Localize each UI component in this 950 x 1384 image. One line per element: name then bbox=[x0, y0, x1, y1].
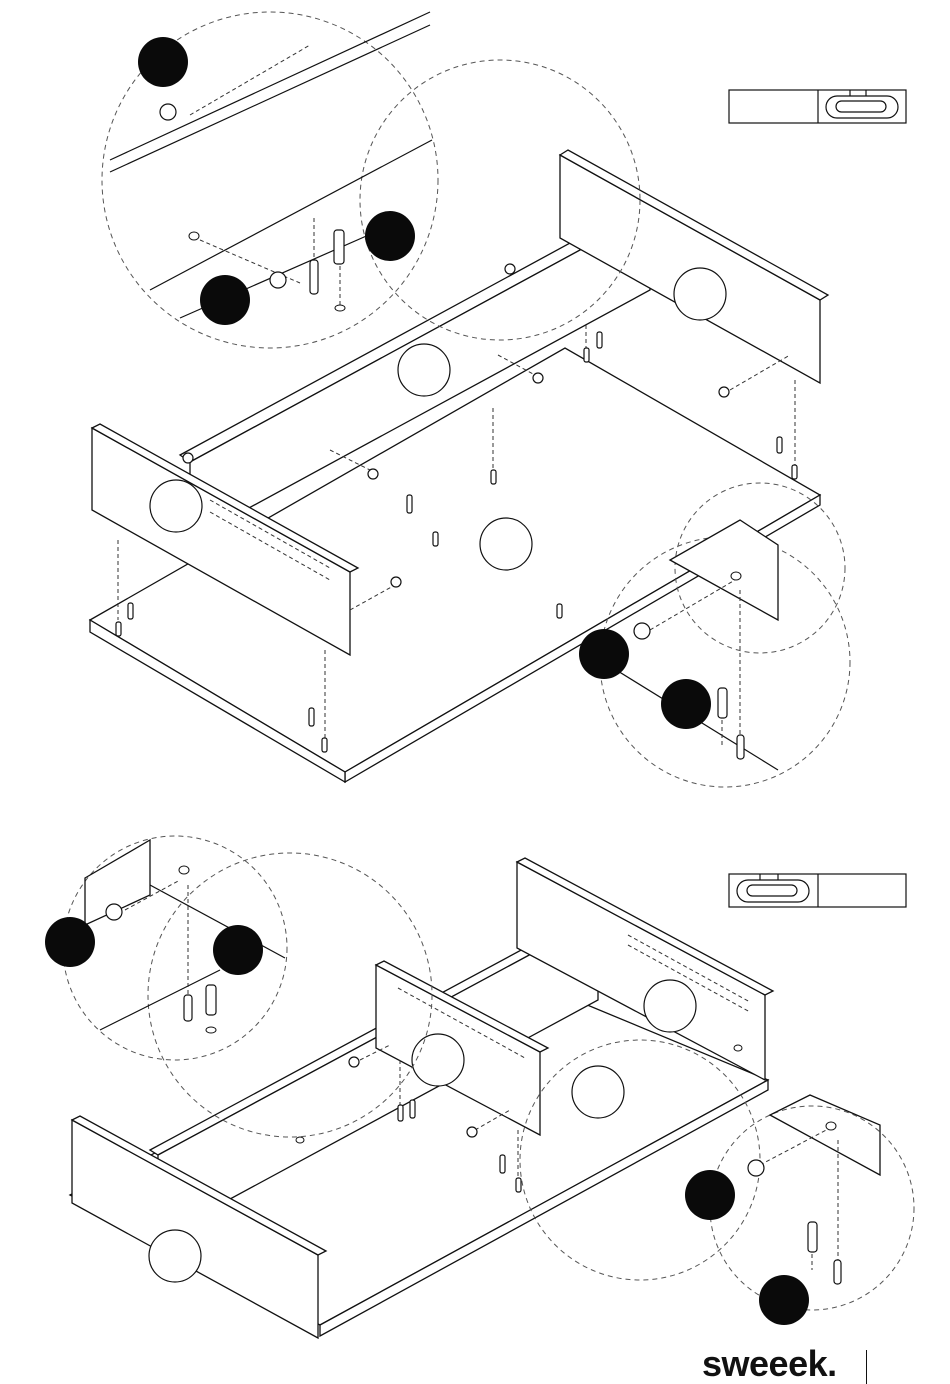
part-label-circle bbox=[149, 1230, 201, 1282]
step-marker-black bbox=[579, 629, 629, 679]
part-label-circle bbox=[480, 518, 532, 570]
step-1 bbox=[90, 12, 906, 787]
brand-separator bbox=[866, 1350, 867, 1384]
part-label-circle bbox=[398, 344, 450, 396]
step-marker-black bbox=[213, 925, 263, 975]
level-indicator-step-2 bbox=[729, 874, 906, 907]
step-marker-black bbox=[365, 211, 415, 261]
part-label-circle bbox=[572, 1066, 624, 1118]
step-marker-black bbox=[685, 1170, 735, 1220]
step-marker-black bbox=[45, 917, 95, 967]
step-2 bbox=[45, 836, 914, 1338]
part-label-circle bbox=[412, 1034, 464, 1086]
step-marker-black bbox=[138, 37, 188, 87]
part-label-circle bbox=[644, 980, 696, 1032]
step-marker-black bbox=[200, 275, 250, 325]
part-label-circle bbox=[674, 268, 726, 320]
step-marker-black bbox=[759, 1275, 809, 1325]
step-marker-black bbox=[661, 679, 711, 729]
bubble-level-icon bbox=[737, 880, 809, 902]
level-indicator-step-1 bbox=[729, 90, 906, 123]
brand-logo: sweeek. bbox=[702, 1344, 837, 1384]
part-label-circle bbox=[150, 480, 202, 532]
bubble-level-icon bbox=[826, 96, 898, 118]
